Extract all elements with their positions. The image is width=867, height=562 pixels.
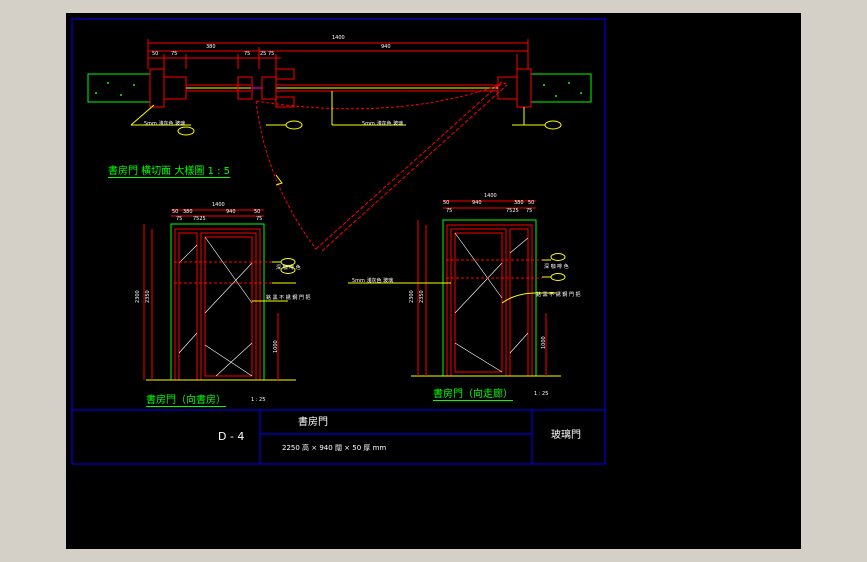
plan-dim-b: 75 (171, 51, 178, 57)
titleblock-name: 書房門 (298, 417, 328, 428)
elevation-corridor-side (348, 200, 566, 377)
sheet-border (71, 18, 606, 465)
elev1-dim-g: 75 (256, 216, 263, 222)
elev2-dim-a: 50 (443, 200, 450, 206)
elev1-handle-height: 1000 (273, 340, 279, 353)
plan-glass-note-1: 5mm 淺灰色 玻璃 (144, 121, 186, 127)
elev2-note-1: 深 咖 啡 色 (544, 264, 569, 270)
elev1-dim-e: 75 (176, 216, 183, 222)
elev1-title: 書房門（向書房） (146, 395, 226, 407)
elev1-dim-f: 7525 (193, 216, 206, 222)
elev2-dim-e: 75 (446, 208, 453, 214)
elevation-study-side (143, 209, 296, 381)
elev2-title: 書房門（向走廊） (433, 389, 513, 401)
elev2-dim-f: 7525 (506, 208, 519, 214)
elev2-height-a: 2300 (409, 290, 415, 303)
elev1-note-2: 銘 黑 不 銹 鋼 門 把 (266, 295, 311, 301)
plan-dim-a: 50 (152, 51, 159, 57)
elev2-glass-note: 5mm 淺灰色 玻璃 (352, 278, 394, 284)
elev2-dim-overall: 1400 (484, 193, 497, 199)
elev2-handle-height: 1000 (541, 336, 547, 349)
jamb-right (516, 68, 532, 108)
wall-right (530, 73, 592, 103)
drawing-viewport[interactable]: 1400 380 940 50 75 75 25 75 5mm 淺灰色 玻璃 5… (66, 13, 801, 549)
plan-title: 書房門 橫切面 大樣圖 1 : 5 (108, 166, 230, 178)
elev2-dim-d: 50 (528, 200, 535, 206)
elev2-dim-b: 940 (472, 200, 482, 206)
elev2-note-2: 銘 黑 不 銹 鋼 門 把 (536, 292, 581, 298)
titleblock-type: 玻璃門 (551, 430, 581, 441)
plan-dim-d: 25 (260, 51, 267, 57)
titleblock-spec: 2250 高 × 940 闊 × 50 厚 mm (282, 444, 387, 452)
elev1-scale: 1 : 25 (251, 397, 266, 403)
titleblock-code: D - 4 (218, 430, 245, 443)
door-swing-leaf (315, 80, 504, 250)
elev1-note-1: 深 咖 啡 色 (276, 265, 301, 271)
elev1-height-b: 2350 (145, 290, 151, 303)
elev1-height-a: 2300 (135, 290, 141, 303)
elev1-dim-c: 940 (226, 209, 236, 215)
plan-dim-left: 380 (206, 44, 216, 50)
elev2-height-b: 2350 (419, 290, 425, 303)
elev2-dim-c: 380 (514, 200, 524, 206)
plan-dim-c: 75 (244, 51, 251, 57)
elev2-dim-g: 75 (526, 208, 533, 214)
elev1-dim-a: 50 (172, 209, 179, 215)
plan-dim-overall: 1400 (332, 35, 345, 41)
plan-section (87, 39, 592, 252)
cad-drawing (71, 18, 606, 465)
elev1-dim-b: 380 (183, 209, 193, 215)
elev1-dim-d: 50 (254, 209, 261, 215)
wall-left (87, 73, 151, 103)
elev1-dim-overall: 1400 (212, 202, 225, 208)
plan-dim-right: 940 (381, 44, 391, 50)
elev2-scale: 1 : 25 (534, 391, 549, 397)
door-swing-arc (255, 82, 507, 110)
plan-glass-note-2: 5mm 淺灰色 玻璃 (362, 121, 404, 127)
plan-dim-e: 75 (268, 51, 275, 57)
jamb-left (149, 68, 165, 108)
